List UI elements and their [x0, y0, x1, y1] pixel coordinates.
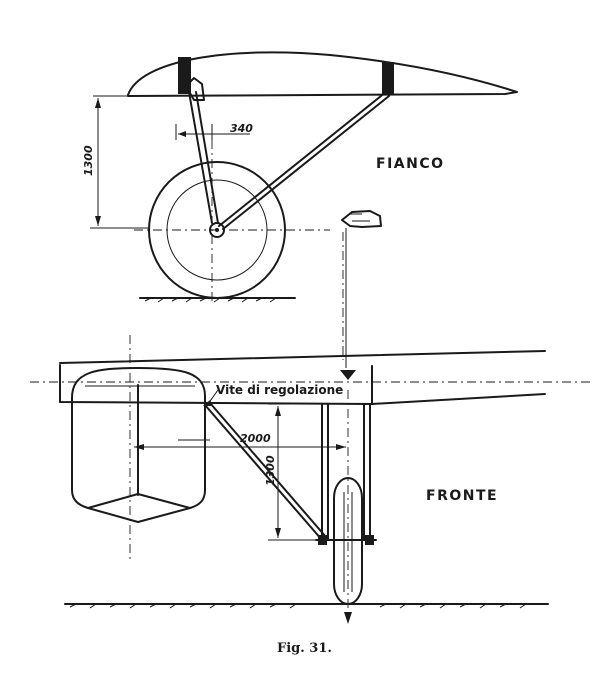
dim-height-front: 1300: [264, 455, 277, 486]
side-struts: [188, 91, 390, 230]
dim-offset: 340: [230, 122, 253, 135]
wing-airfoil: [127, 51, 518, 97]
front-view: Vite di regolazione 2000: [30, 210, 590, 624]
dim-height-side: 1300: [82, 145, 95, 176]
hand-icon: [341, 210, 382, 228]
side-view-label: FIANCO: [376, 156, 445, 172]
strut-fitting: [185, 77, 205, 101]
dim-width-front: 2000: [240, 432, 271, 445]
front-struts: [321, 403, 371, 541]
float: [71, 367, 206, 523]
front-spar-block: [178, 57, 191, 94]
side-view: 1300 340 FIANCO: [82, 51, 518, 305]
front-view-label: FRONTE: [426, 488, 498, 504]
front-wing: [59, 350, 546, 405]
adjust-screw-label: Vite di regolazione: [216, 383, 343, 397]
figure-caption: Fig. 31.: [277, 641, 332, 656]
rear-spar-block: [382, 62, 394, 94]
